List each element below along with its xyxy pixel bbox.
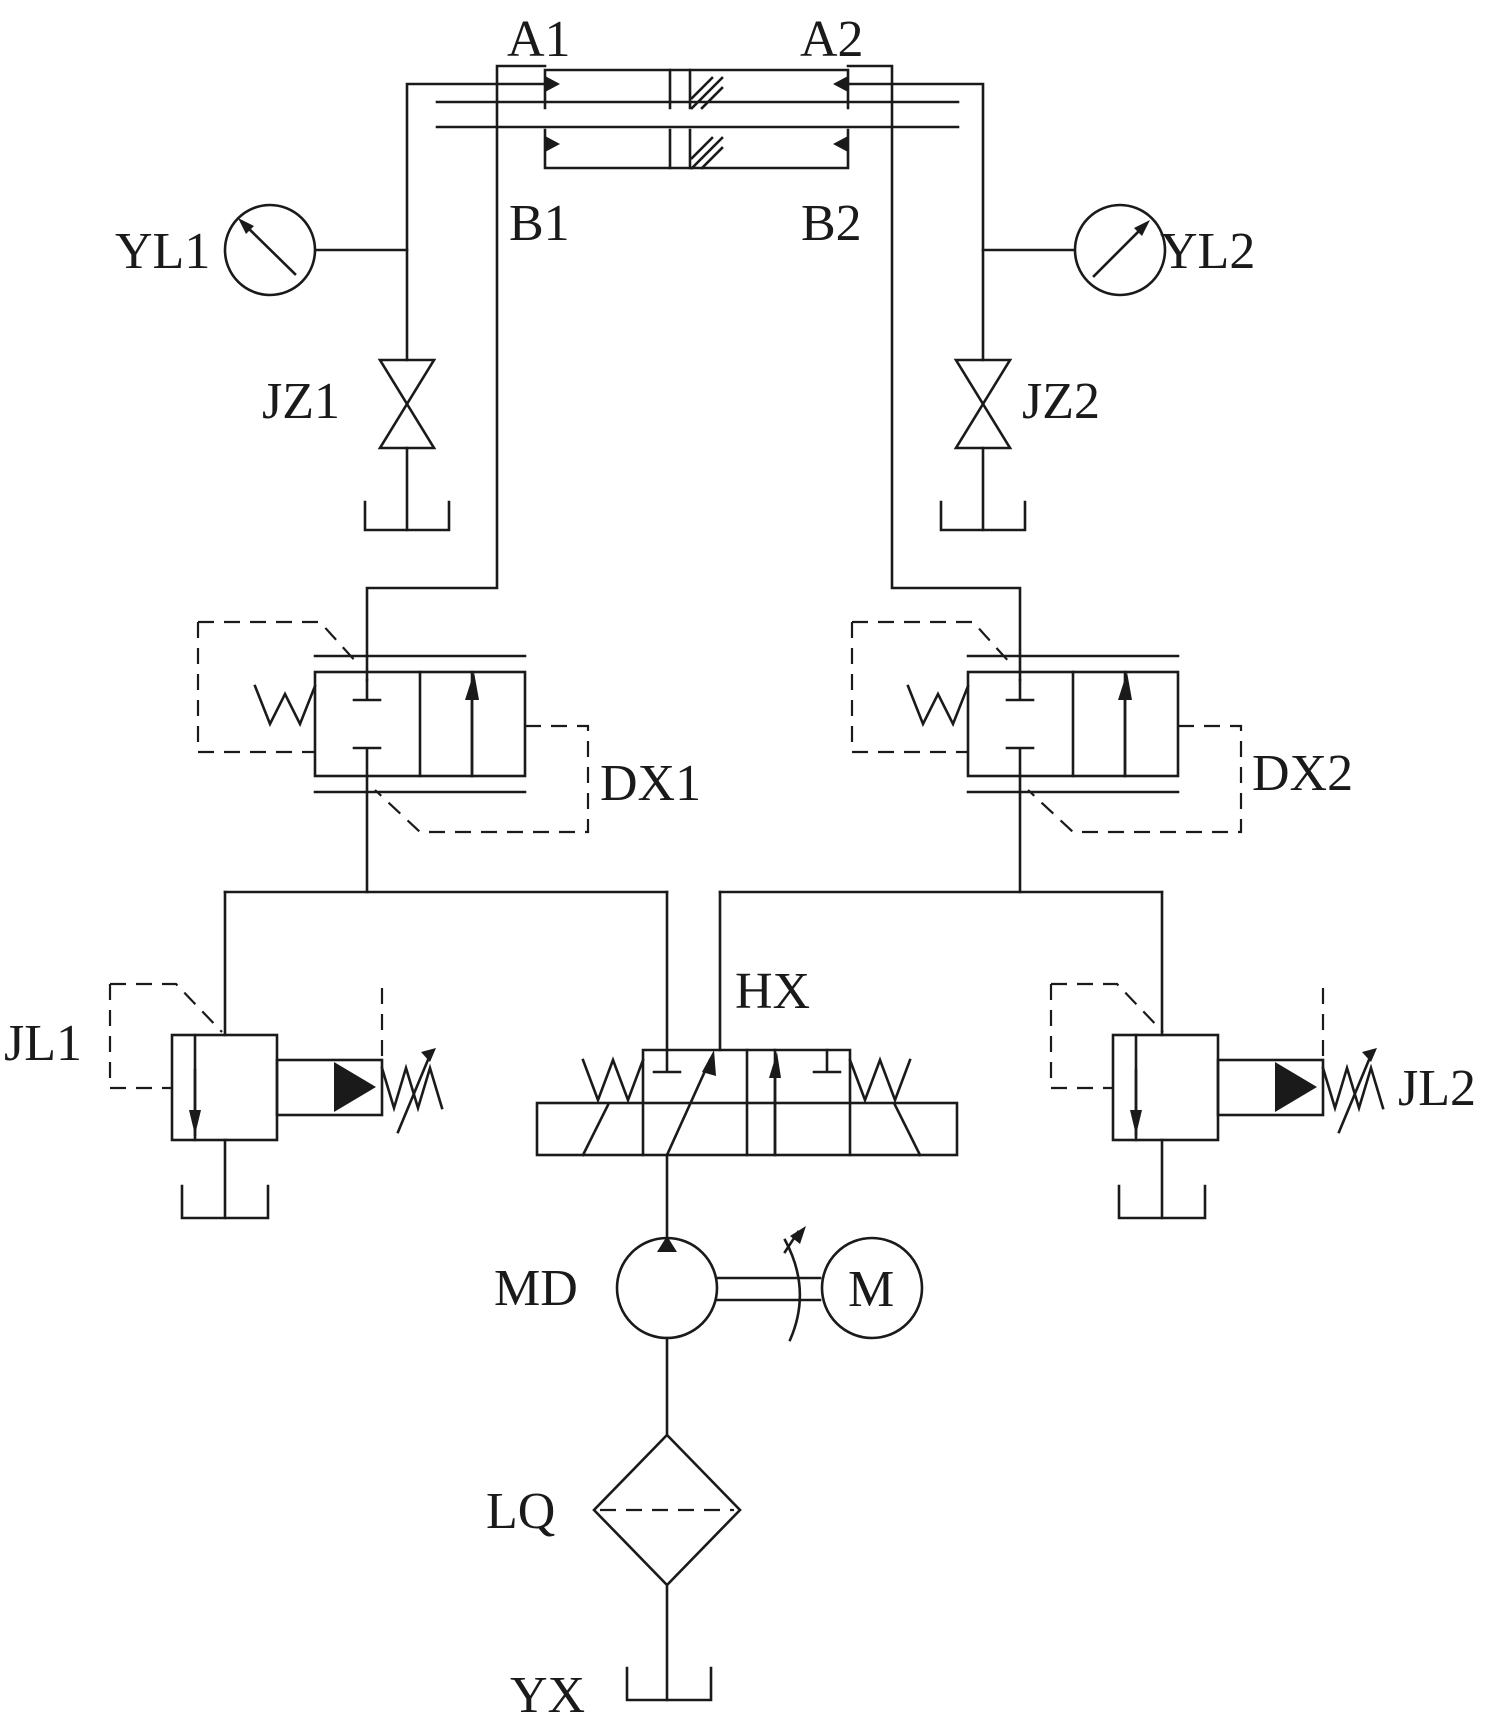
pump-md xyxy=(615,1153,822,1437)
manifold-lines xyxy=(223,774,1164,1052)
label-lq: LQ xyxy=(486,1483,555,1540)
label-jz2: JZ2 xyxy=(1022,373,1100,430)
pressure-gauge-yl2 xyxy=(1073,203,1167,297)
label-yx: YX xyxy=(510,1667,585,1724)
label-b1: B1 xyxy=(509,195,570,252)
label-dx2: DX2 xyxy=(1252,745,1353,802)
cutoff-valve-jz2 xyxy=(939,358,1027,532)
filter-lq xyxy=(592,1433,742,1702)
double-acting-cylinder xyxy=(435,68,960,170)
cutoff-valve-jz1 xyxy=(363,358,451,532)
label-b2: B2 xyxy=(801,195,862,252)
pipe-network xyxy=(314,64,1076,682)
relief-valve-jl2 xyxy=(1049,982,1385,1220)
component-labels: A1 A2 B1 B2 YL1 YL2 JZ1 JZ2 DX1 DX2 HX J… xyxy=(4,11,1476,1724)
label-md: MD xyxy=(494,1260,578,1317)
relief-valve-jl1 xyxy=(108,982,444,1220)
directional-valve-dx1 xyxy=(196,620,590,834)
label-yl1: YL1 xyxy=(115,223,210,280)
label-a1: A1 xyxy=(507,11,571,68)
pressure-gauge-yl1 xyxy=(223,203,317,297)
label-m: M xyxy=(848,1261,894,1318)
label-jl2: JL2 xyxy=(1398,1060,1476,1117)
motor-m xyxy=(820,1236,924,1340)
reversing-valve-hx xyxy=(535,1048,959,1157)
label-dx1: DX1 xyxy=(600,755,701,812)
label-a2: A2 xyxy=(800,11,864,68)
label-jl1: JL1 xyxy=(4,1015,82,1072)
tank-yx xyxy=(625,1666,713,1702)
label-yl2: YL2 xyxy=(1160,223,1255,280)
directional-valve-dx2 xyxy=(850,620,1243,834)
label-hx: HX xyxy=(735,963,810,1020)
label-jz1: JZ1 xyxy=(262,373,340,430)
